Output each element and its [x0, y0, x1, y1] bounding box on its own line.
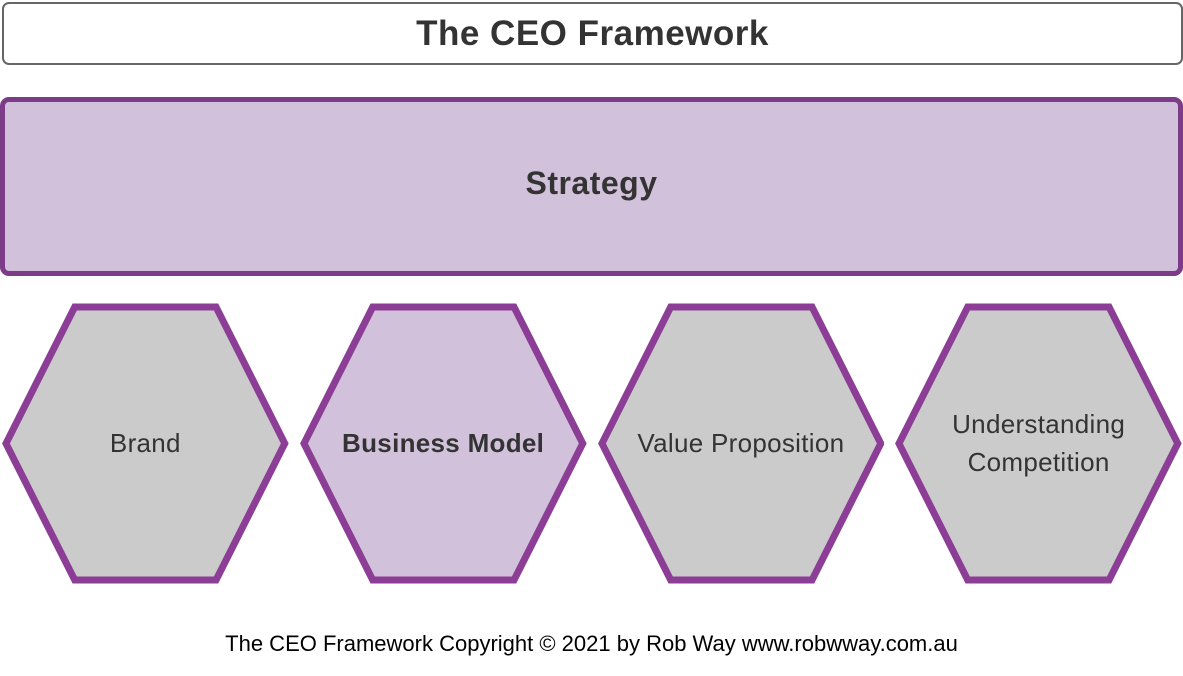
- copyright-text: The CEO Framework Copyright © 2021 by Ro…: [225, 631, 958, 656]
- hexagon-business-model[interactable]: Business Model: [299, 303, 587, 584]
- hexagon-label: Value Proposition: [637, 427, 845, 458]
- hexagon-label: Understanding Competition: [952, 408, 1126, 477]
- hexagon-value-proposition[interactable]: Value Proposition: [597, 303, 885, 584]
- hexagon-label: Business Model: [342, 427, 545, 458]
- title-box: The CEO Framework: [2, 2, 1183, 65]
- strategy-label: Strategy: [525, 165, 658, 201]
- hexagon-brand[interactable]: Brand: [2, 303, 289, 584]
- hexagon-row: Brand Business Model Value Proposition U…: [2, 303, 1182, 584]
- strategy-box[interactable]: Strategy: [0, 97, 1183, 276]
- hexagon-understanding-competition[interactable]: Understanding Competition: [895, 303, 1182, 584]
- hexagon-shape: [299, 303, 587, 584]
- hexagon-shape: [895, 303, 1182, 584]
- hexagon-label: Brand: [109, 427, 181, 458]
- page-title: The CEO Framework: [416, 13, 769, 53]
- hexagon-shape: [597, 303, 885, 584]
- hexagon-shape: [2, 303, 289, 584]
